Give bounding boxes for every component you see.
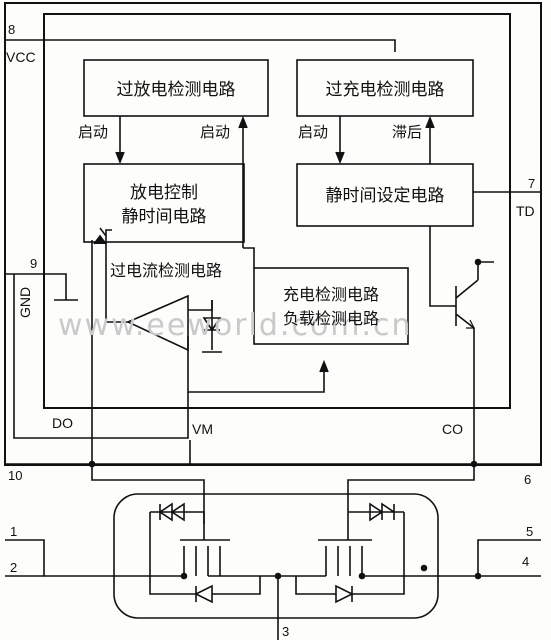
gnd-wire <box>5 273 78 301</box>
vcc-wire <box>5 39 396 52</box>
static-time-set-label: 静时间设定电路 <box>326 186 445 206</box>
over-discharge-detect-label: 过放电检测电路 <box>117 80 236 100</box>
over-discharge-detect-block <box>83 59 269 117</box>
vcc-label: VCC <box>6 49 36 65</box>
left-mosfet <box>180 524 230 576</box>
pin-7-label: 7 <box>528 176 535 191</box>
ic-outline <box>4 2 542 466</box>
overcurrent-detect-label: 过电流检测电路 <box>110 261 222 280</box>
charge-load-detect-label-2: 负载检测电路 <box>283 309 379 328</box>
zener-diode <box>202 300 222 353</box>
pin-5-wire <box>477 539 541 576</box>
right-mosfet <box>318 524 372 576</box>
discharge-control-label-1: 放电控制 <box>130 183 198 203</box>
pin-3-label: 3 <box>282 624 289 639</box>
pin-9-label: 9 <box>30 256 37 271</box>
charge-load-detect-label-1: 充电检测电路 <box>283 285 379 304</box>
lag-label: 滞后 <box>392 123 422 141</box>
pin-8-label: 8 <box>8 22 15 37</box>
pin-1-label: 1 <box>10 524 17 539</box>
vm-label: VM <box>192 421 213 437</box>
start-label-3: 启动 <box>298 123 328 141</box>
pin-6-label: 6 <box>524 472 531 487</box>
pin-2-label: 2 <box>10 560 17 575</box>
static-time-set-block <box>296 163 474 227</box>
inner-frame <box>43 13 511 409</box>
discharge-control-label-2: 静时间电路 <box>122 207 207 227</box>
td-label: TD <box>516 203 535 219</box>
mosfet-module <box>113 493 439 619</box>
do-label: DO <box>52 415 73 431</box>
gnd-label: GND <box>17 287 33 318</box>
pin-10-label: 10 <box>8 468 22 483</box>
pin-1-wire <box>5 539 150 577</box>
watermark: www.eeworld.com.cn <box>58 308 413 343</box>
over-charge-detect-block <box>296 59 474 117</box>
pin-5-label: 5 <box>526 524 533 539</box>
start-label-1: 启动 <box>78 123 108 141</box>
start-label-2: 启动 <box>200 123 230 141</box>
overcurrent-comparator <box>126 294 189 352</box>
co-label: CO <box>442 421 463 437</box>
pin-4-label: 4 <box>522 554 529 569</box>
discharge-control-block <box>83 163 245 243</box>
co-transistor <box>455 279 479 440</box>
over-charge-detect-label: 过充电检测电路 <box>326 80 445 100</box>
charge-load-detect-block <box>253 267 409 345</box>
